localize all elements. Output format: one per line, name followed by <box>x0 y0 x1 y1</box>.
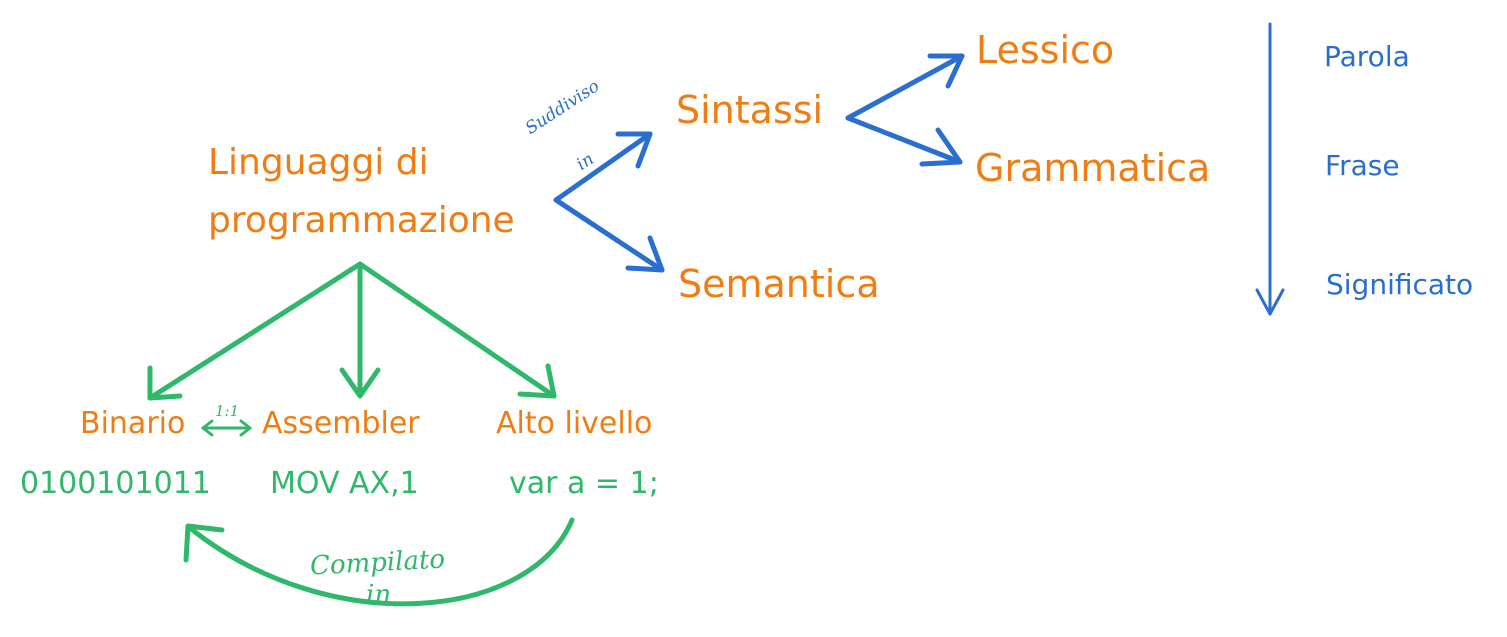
sintassi-node: Sintassi <box>676 88 824 132</box>
arrowhead-assembler <box>339 367 381 399</box>
arrow-sintassi-to-lessico <box>845 53 965 121</box>
arrowhead-alto-livello <box>517 363 557 399</box>
arrow-root-to-sintassi <box>553 131 653 203</box>
arrowhead-grammatica <box>919 127 963 167</box>
level-assembler: Assembler <box>262 406 420 441</box>
ratio-label: 1:1 <box>215 402 240 420</box>
arrow-root-to-alto-livello <box>357 261 557 399</box>
arrowhead-compile <box>183 523 225 563</box>
level-binario: Binario <box>80 406 186 441</box>
arrowhead-sintassi <box>615 131 653 169</box>
scale-label-significato: Significato <box>1326 268 1474 301</box>
semantica-node: Semantica <box>678 262 880 306</box>
arrowhead-semantica <box>625 235 665 273</box>
compile-note-line2: in <box>366 580 392 610</box>
scale-label-parola: Parola <box>1324 40 1410 73</box>
arrowhead-lessico <box>927 53 965 89</box>
example-alto-livello: var a = 1; <box>509 466 659 501</box>
root-node-label-line2: programmazione <box>208 200 515 241</box>
scale-arrowhead <box>1255 288 1285 316</box>
scale-label-frase: Frase <box>1325 149 1400 182</box>
arrowhead-binario <box>147 365 183 401</box>
root-node-label-line1: Linguaggi di <box>208 142 429 183</box>
double-arrowhead-right <box>239 419 252 437</box>
double-arrowhead-left <box>201 419 214 437</box>
lessico-node: Lessico <box>976 28 1115 72</box>
grammatica-node: Grammatica <box>975 146 1211 190</box>
arrow-root-to-semantica <box>553 197 665 273</box>
example-assembler: MOV AX,1 <box>270 466 419 501</box>
level-alto-livello: Alto livello <box>496 406 653 441</box>
example-binario: 0100101011 <box>20 466 211 501</box>
arrow-root-to-binario <box>147 261 363 401</box>
arrow-compile-curve <box>187 517 575 607</box>
arrow-sintassi-to-grammatica <box>845 115 963 165</box>
